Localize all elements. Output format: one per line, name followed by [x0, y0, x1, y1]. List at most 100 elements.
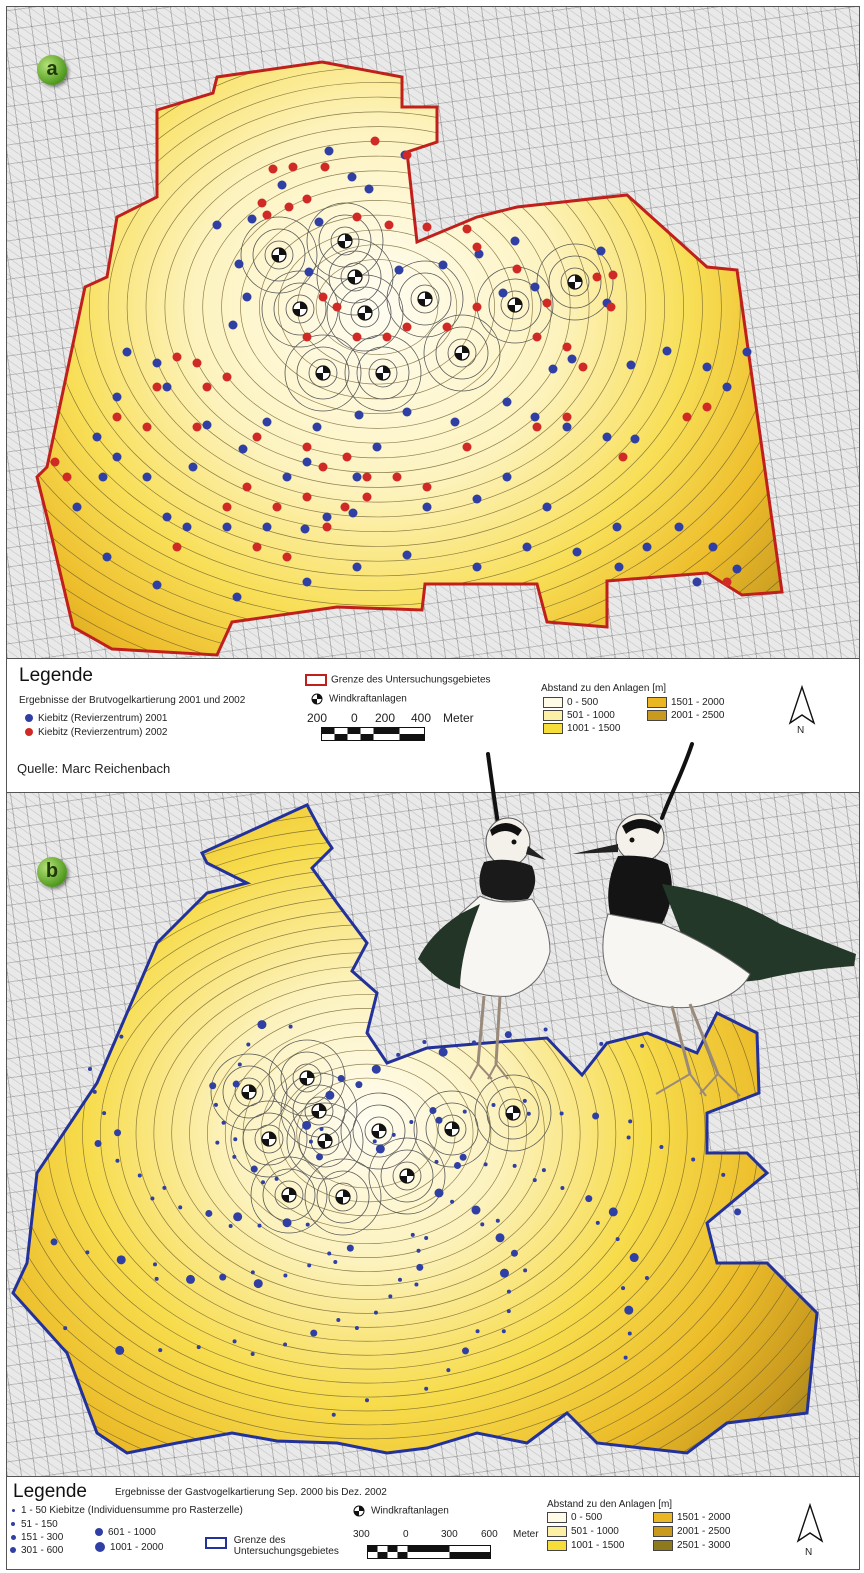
kiebitz-guest-point [388, 1294, 393, 1299]
scale-a-tick-2: 200 [375, 711, 396, 725]
kiebitz-guest-point [233, 1212, 243, 1222]
size-label: 1 - 50 Kiebitze (Individuensumme pro Ras… [21, 1505, 243, 1516]
kiebitz-guest-point [595, 1220, 600, 1225]
turbine-ring [560, 267, 590, 297]
kiebitz-guest-point [471, 1040, 476, 1045]
kiebitz-2001-point [702, 362, 712, 372]
kiebitz-2002-point [172, 352, 182, 362]
north-arrow-icon [788, 684, 816, 725]
kiebitz-2001-point [234, 259, 244, 269]
kiebitz-guest-point [94, 1140, 102, 1148]
kiebitz-guest-point [512, 1163, 517, 1168]
kiebitz-2001-point [722, 382, 732, 392]
kiebitz-guest-point [483, 1162, 488, 1167]
kiebitz-guest-point [233, 1137, 238, 1142]
legend-b-class-1: 501 - 1000 [547, 1526, 619, 1537]
kiebitz-guest-point [501, 1329, 506, 1334]
kiebitz-2002-point [352, 332, 362, 342]
map-panel-a: a [6, 6, 860, 660]
kiebitz-2002-point [288, 162, 298, 172]
kiebitz-guest-point [288, 1024, 293, 1029]
kiebitz-guest-point [250, 1352, 255, 1357]
kiebitz-2002-symbol [25, 728, 33, 737]
kiebitz-guest-point [592, 1112, 600, 1120]
legend-b-turbines: Windkraftanlagen [353, 1505, 449, 1517]
kiebitz-2001-point [402, 550, 412, 560]
kiebitz-guest-point [162, 1185, 167, 1190]
lapwing-birds-icon [418, 742, 856, 1097]
wind-turbine-icon [444, 1121, 460, 1137]
kiebitz-2001-point [277, 180, 287, 190]
kiebitz-2001-point [282, 472, 292, 482]
kiebitz-2001-point [372, 442, 382, 452]
kiebitz-2001-point [304, 267, 314, 277]
turbine-ring [423, 314, 501, 392]
kiebitz-guest-point [560, 1186, 565, 1191]
kiebitz-2002-point [442, 322, 452, 332]
kiebitz-guest-point [506, 1309, 511, 1314]
legend-b-size-4: 601 - 1000 [95, 1527, 156, 1538]
distance-contour [296, 1077, 438, 1189]
legend-a-item-2001-label: Kiebitz (Revierzentrum) 2001 [38, 713, 168, 724]
class-label: 0 - 500 [567, 697, 599, 709]
kiebitz-2002-point [257, 198, 267, 208]
kiebitz-guest-point [257, 1020, 267, 1030]
kiebitz-guest-point [462, 1109, 467, 1114]
kiebitz-guest-point [50, 1238, 58, 1246]
legend-b-class-4: 2001 - 2500 [653, 1526, 730, 1537]
kiebitz-guest-point [629, 1253, 639, 1263]
kiebitz-2002-point [322, 522, 332, 532]
kiebitz-2001-point [312, 422, 322, 432]
kiebitz-2001-point [642, 542, 652, 552]
scale-a-unit: Meter [443, 711, 474, 725]
turbine-ring [380, 1149, 434, 1203]
class-swatch [543, 723, 563, 734]
kiebitz-2002-point [608, 270, 618, 280]
kiebitz-2001-point [502, 397, 512, 407]
kiebitz-guest-point [274, 1176, 279, 1181]
kiebitz-guest-point [305, 1222, 310, 1227]
class-swatch [547, 1526, 567, 1537]
kiebitz-guest-point [429, 1107, 437, 1115]
turbine-ring [292, 1063, 322, 1093]
kiebitz-guest-point [372, 1139, 377, 1144]
scale-b-bar [367, 1545, 491, 1559]
kiebitz-2001-point [162, 512, 172, 522]
kiebitz-guest-point [219, 1273, 227, 1281]
kiebitz-guest-point [87, 1066, 92, 1071]
kiebitz-guest-point [215, 1140, 220, 1145]
kiebitz-guest-point [504, 1031, 512, 1039]
size-label: 151 - 300 [21, 1532, 64, 1543]
kiebitz-2001-point [522, 542, 532, 552]
turbine-ring [437, 1114, 467, 1144]
class-swatch [653, 1540, 673, 1551]
size-symbol [11, 1522, 15, 1527]
kiebitz-2001-point [662, 346, 672, 356]
legend-a-turbines: Windkraftanlagen [311, 693, 407, 705]
turbine-ring [306, 202, 384, 280]
kiebitz-2001-point [614, 562, 624, 572]
scale-a-tick-3: 400 [411, 711, 432, 725]
distance-contour [88, 81, 666, 533]
kiebitz-2001-point [562, 422, 572, 432]
kiebitz-2002-point [606, 302, 616, 312]
wind-turbine-icon [417, 291, 433, 307]
kiebitz-2002-point [682, 412, 692, 422]
kiebitz-guest-point [237, 1062, 242, 1067]
lapwing-illustration [400, 734, 858, 1114]
wind-turbine-icon [261, 1131, 277, 1147]
turbine-ring [308, 358, 338, 388]
turbine-ring [274, 1180, 304, 1210]
kiebitz-2002-point [222, 372, 232, 382]
kiebitz-2001-point [572, 547, 582, 557]
turbine-ring [316, 238, 394, 316]
kiebitz-2002-point [302, 442, 312, 452]
kiebitz-guest-point [283, 1273, 288, 1278]
distance-contour [126, 111, 628, 503]
scale-b-tick-1: 0 [403, 1529, 409, 1540]
kiebitz-2002-point [402, 150, 412, 160]
wind-turbine-icon [505, 1105, 521, 1121]
kiebitz-guest-point [510, 1249, 518, 1257]
legend-b-title: Legende [13, 1481, 87, 1502]
turbine-ring [447, 338, 477, 368]
